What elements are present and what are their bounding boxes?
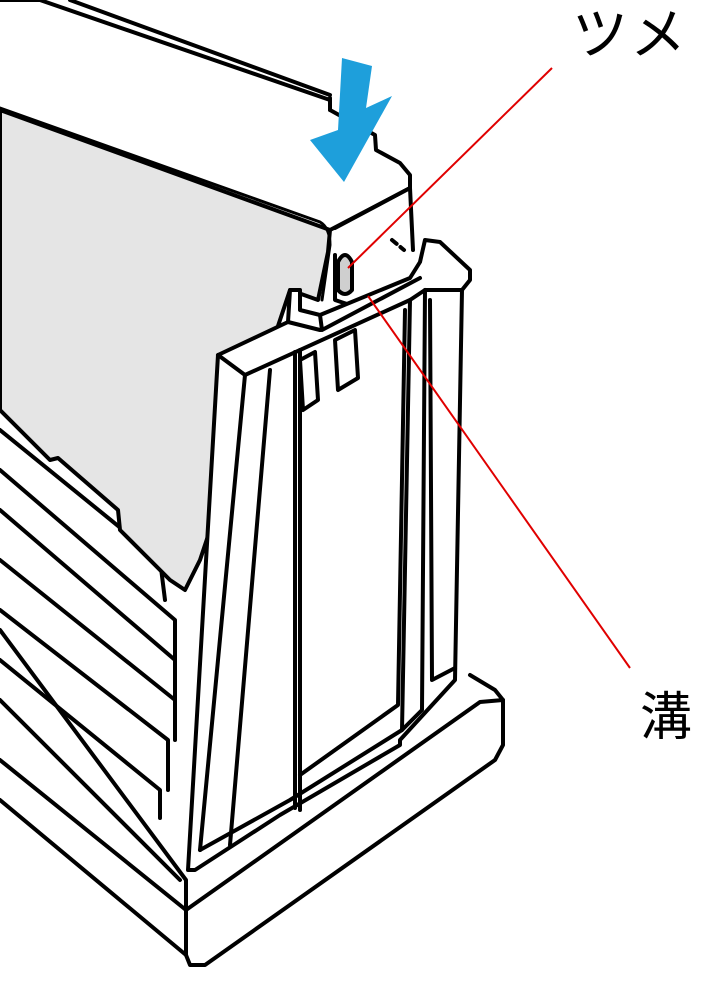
leader-line-groove bbox=[367, 295, 631, 669]
stand-wall bbox=[186, 238, 472, 872]
tab bbox=[333, 253, 354, 307]
leader-line-tab bbox=[347, 67, 553, 269]
down-arrow-icon bbox=[310, 58, 392, 182]
stand-base bbox=[0, 628, 505, 967]
label-groove: 溝 bbox=[640, 688, 693, 748]
label-tab: ツメ bbox=[572, 3, 688, 68]
